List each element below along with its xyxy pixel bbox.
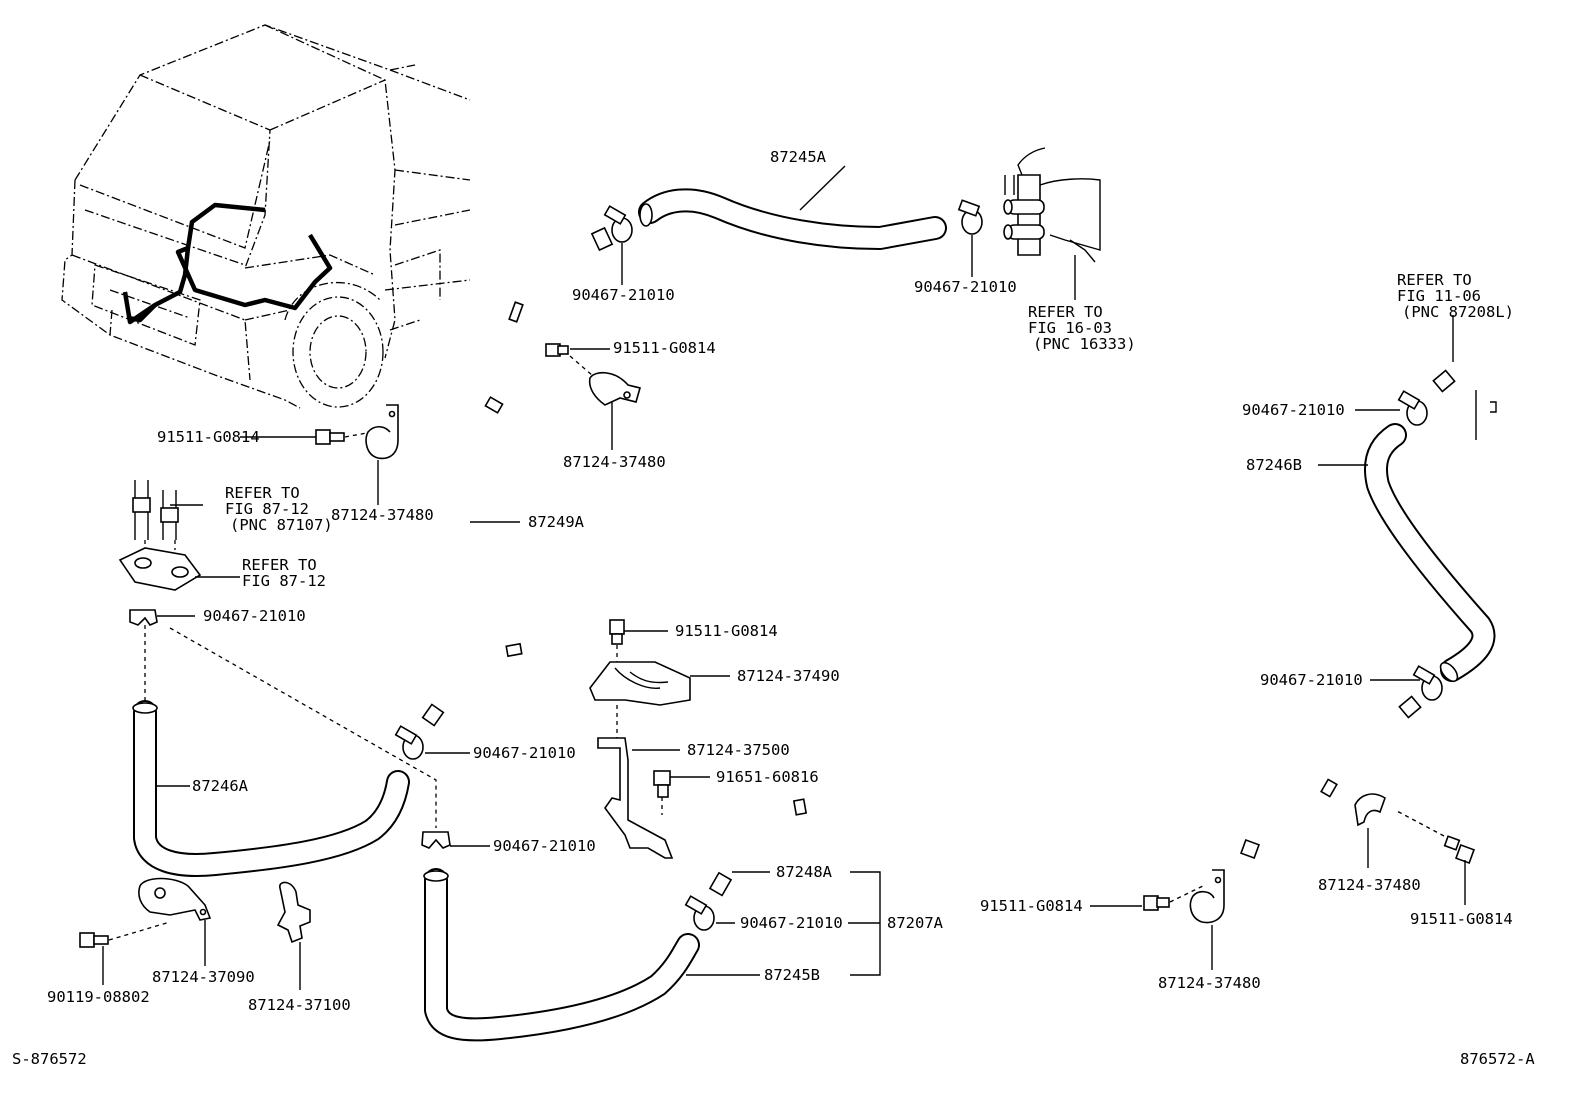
- leader-lines: [102, 165, 1466, 990]
- label-ref11-l1: REFER TO: [1397, 271, 1472, 289]
- clamp-mid-right[interactable]: [1412, 665, 1443, 701]
- bolt-bottom-mid[interactable]: [1143, 884, 1206, 911]
- bracket-bottom-mid[interactable]: [1189, 869, 1225, 924]
- bracket-87124-37100[interactable]: [276, 881, 311, 944]
- label-87245A: 87245A: [770, 148, 827, 166]
- bracket-right[interactable]: [1354, 793, 1386, 827]
- clamp-center[interactable]: [394, 725, 424, 760]
- label-87248A: 87248A: [776, 863, 833, 881]
- label-clamp-top-mid: 90467-21010: [914, 278, 1017, 296]
- label-bracket-right: 87124-37480: [1318, 876, 1421, 894]
- label-bracket-490: 87124-37490: [737, 667, 840, 685]
- label-bracket-left: 87124-37480: [331, 506, 434, 524]
- bolt-bottom-left[interactable]: [79, 921, 171, 948]
- hose-routing-indicator: [175, 202, 333, 311]
- label-clamp-top-left: 90467-21010: [572, 286, 675, 304]
- label-bolt-bottom-mid: 91511-G0814: [980, 897, 1083, 915]
- tube-87249A[interactable]: [421, 226, 614, 730]
- hose-87246A[interactable]: [132, 700, 410, 877]
- label-ref16-l1: REFER TO: [1028, 303, 1103, 321]
- clamp-left[interactable]: [129, 609, 158, 626]
- pipe-fig-11-06: [1432, 351, 1497, 445]
- bolt-left[interactable]: [315, 429, 373, 445]
- clamp-upper-right[interactable]: [1397, 390, 1428, 426]
- label-ref11-l3: (PNC 87208L): [1402, 303, 1514, 321]
- hose-87245B[interactable]: [423, 868, 700, 1042]
- label-bolt-top: 91511-G0814: [613, 339, 716, 357]
- bracket-87124-37500[interactable]: [597, 705, 674, 859]
- label-bracket-bottom-mid: 87124-37480: [1158, 974, 1261, 992]
- label-87245B: 87245B: [764, 966, 820, 984]
- label-87249A: 87249A: [528, 513, 585, 531]
- label-ref16-l3: (PNC 16333): [1033, 335, 1136, 353]
- footer-right-code: 876572-A: [1460, 1050, 1535, 1068]
- clamp-top-mid[interactable]: [957, 199, 983, 235]
- truck-cab-illustration: [61, 24, 471, 409]
- footer-left-code: S-876572: [12, 1050, 87, 1068]
- label-87246B: 87246B: [1246, 456, 1302, 474]
- label-clamp-bottom: 90467-21010: [740, 914, 843, 932]
- label-ref87pnc-l3: (PNC 87107): [230, 516, 333, 534]
- label-bolt-left: 91511-G0814: [157, 428, 260, 446]
- bracket-top[interactable]: [588, 371, 641, 406]
- label-bolt-bracket2: 91651-60816: [716, 768, 819, 786]
- tube-87248A[interactable]: [708, 695, 1422, 897]
- label-ref87-l1: REFER TO: [242, 556, 317, 574]
- bracket-left[interactable]: [365, 404, 399, 460]
- label-bolt-bottom-left: 90119-08802: [47, 988, 150, 1006]
- label-bracket-090: 87124-37090: [152, 968, 255, 986]
- heater-unit-fig-16-03: [1003, 147, 1101, 263]
- label-bracket-500: 87124-37500: [687, 741, 790, 759]
- label-bracket-top: 87124-37480: [563, 453, 666, 471]
- clamp-lower-center[interactable]: [421, 831, 451, 849]
- label-ref16-l2: FIG 16-03: [1028, 319, 1112, 337]
- label-ref87-l2: FIG 87-12: [242, 572, 326, 590]
- label-87246A: 87246A: [192, 777, 249, 795]
- heater-core-pipes: [118, 480, 437, 828]
- label-87207A: 87207A: [887, 914, 944, 932]
- label-ref87pnc-l2: FIG 87-12: [225, 500, 309, 518]
- hose-87245A[interactable]: [638, 188, 947, 250]
- bolt-bracket2[interactable]: [653, 770, 671, 815]
- label-clamp-center: 90467-21010: [473, 744, 576, 762]
- clamp-top-left[interactable]: [603, 205, 633, 243]
- label-bolt-bracket: 91511-G0814: [675, 622, 778, 640]
- bolt-right-bottom[interactable]: [1394, 809, 1475, 864]
- clamp-bottom[interactable]: [684, 895, 715, 931]
- label-clamp-left: 90467-21010: [203, 607, 306, 625]
- label-bolt-right-bottom: 91511-G0814: [1410, 910, 1513, 928]
- bracket-87124-37490[interactable]: [589, 661, 691, 706]
- hose-87246B[interactable]: [1364, 423, 1496, 684]
- label-clamp-lower-center: 90467-21010: [493, 837, 596, 855]
- label-clamp-upper-right: 90467-21010: [1242, 401, 1345, 419]
- label-ref11-l2: FIG 11-06: [1397, 287, 1481, 305]
- label-ref87pnc-l1: REFER TO: [225, 484, 300, 502]
- label-clamp-mid-right: 90467-21010: [1260, 671, 1363, 689]
- label-bracket-100: 87124-37100: [248, 996, 351, 1014]
- part-labels: 87245A 90467-21010 90467-21010 REFER TO …: [12, 148, 1535, 1068]
- bracket-87124-37090[interactable]: [138, 877, 212, 921]
